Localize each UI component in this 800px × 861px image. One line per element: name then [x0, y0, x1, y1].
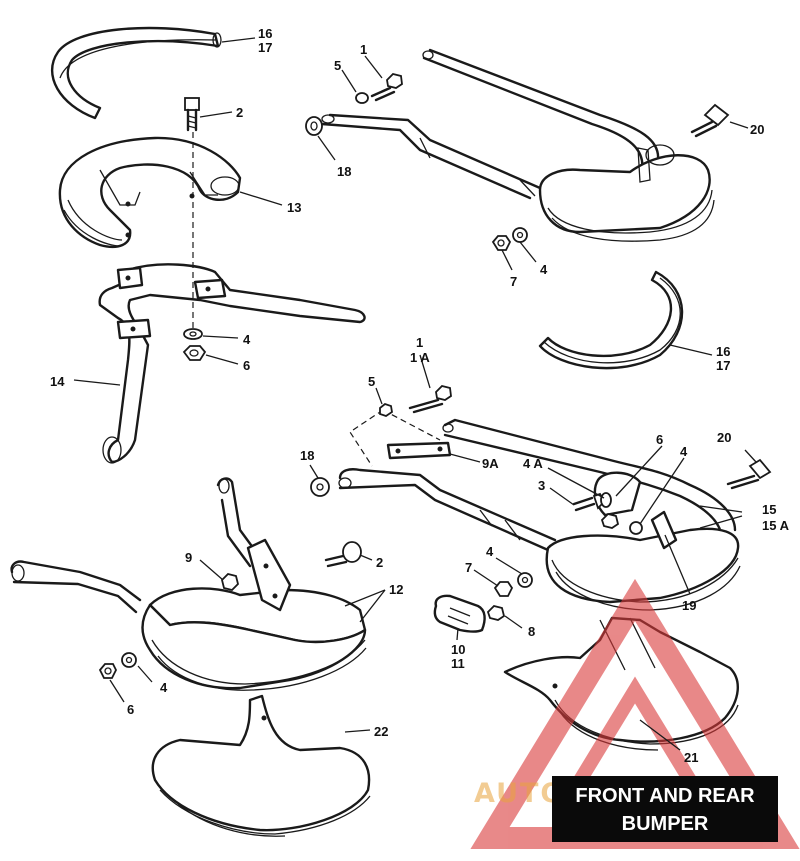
callout-16-mid: 16 — [716, 344, 730, 359]
callout-18-mid: 18 — [300, 448, 314, 463]
callout-6-rear: 6 — [656, 432, 663, 447]
callout-19: 19 — [682, 598, 696, 613]
diagram-title-box: FRONT AND REAR BUMPER — [552, 776, 778, 842]
callout-9: 9 — [185, 550, 192, 565]
callout-2-top: 2 — [236, 105, 243, 120]
washer-4-top-right — [512, 227, 528, 243]
callout-7-lower: 7 — [465, 560, 472, 575]
bolt-2-top — [184, 97, 200, 132]
callout-1-mid: 1 — [416, 335, 423, 350]
callout-10: 10 — [451, 642, 465, 657]
callout-17-top: 17 — [258, 40, 272, 55]
lockwasher-5-top — [355, 92, 369, 104]
callout-21: 21 — [684, 750, 698, 765]
bolt-3 — [572, 492, 606, 512]
nut-9 — [221, 573, 239, 591]
alignment-line-5 — [349, 409, 384, 467]
carriage-bolt-20-top — [690, 103, 730, 138]
rear-bumper-frame-top — [320, 48, 715, 242]
nut-8 — [486, 605, 506, 621]
callout-20-rear: 20 — [717, 430, 731, 445]
callout-15a: 15 A — [762, 518, 790, 533]
washer-4a — [600, 492, 612, 508]
nut-6-rear — [600, 513, 620, 529]
callout-12: 12 — [389, 582, 403, 597]
callout-4-lower-mid: 4 — [486, 544, 494, 559]
callout-5-top: 5 — [334, 58, 341, 73]
callout-4-mid-left: 4 — [243, 332, 251, 347]
callout-4-lower-left: 4 — [160, 680, 168, 695]
washer-4-mid-left — [183, 328, 203, 340]
callout-20-top: 20 — [750, 122, 764, 137]
callout-8: 8 — [528, 624, 535, 639]
callout-15: 15 — [762, 502, 776, 517]
callout-14: 14 — [50, 374, 65, 389]
spacer-18-mid — [310, 477, 330, 497]
spacer-18-top — [305, 116, 323, 136]
front-bumper-bracket-14 — [98, 263, 366, 464]
bolt-1-top — [370, 73, 403, 102]
callout-1a-mid: 1 A — [410, 350, 430, 365]
bolt-1-1a-mid — [408, 385, 452, 414]
front-bumper-bracket-lower — [10, 477, 264, 614]
callout-11: 11 — [451, 656, 465, 671]
callout-7-top-right: 7 — [510, 274, 517, 289]
callout-5-mid: 5 — [368, 374, 375, 389]
alignment-line-9a — [382, 409, 441, 441]
diagram-title-line1: FRONT AND REAR — [575, 785, 755, 807]
diagram-title-line2: BUMPER — [621, 813, 709, 835]
bumper-rail-strip-mid-right — [538, 270, 684, 370]
callout-1-top: 1 — [360, 42, 367, 57]
callout-18-top: 18 — [337, 164, 351, 179]
callout-22: 22 — [374, 724, 388, 739]
callout-4a: 4 A — [523, 456, 543, 471]
callout-6-mid-left: 6 — [243, 358, 250, 373]
rear-bumper-assembly-15 — [338, 418, 741, 611]
callout-9a: 9A — [482, 456, 499, 471]
nut-7-top-right — [491, 235, 512, 251]
reinforcement-plate-9a — [386, 441, 452, 460]
bumper-guard-22 — [151, 694, 371, 837]
callout-16-top: 16 — [258, 26, 272, 41]
carriage-bolt-2-lower — [324, 541, 362, 568]
callout-2-lower: 2 — [376, 555, 383, 570]
nut-6-lower-left — [98, 663, 118, 679]
nut-6-mid-left — [182, 345, 207, 361]
callout-13: 13 — [287, 200, 301, 215]
washer-4-lower-left — [121, 652, 137, 668]
bumper-rail-strip-top-left — [50, 26, 222, 120]
front-bumper-12 — [141, 538, 367, 691]
callout-17-mid: 17 — [716, 358, 730, 373]
front-bumper-13 — [58, 136, 242, 249]
callout-3: 3 — [538, 478, 545, 493]
washer-4-lower-mid — [517, 572, 533, 588]
callout-6-lower-left: 6 — [127, 702, 134, 717]
callout-4-rear: 4 — [680, 444, 688, 459]
lamp-10-11 — [433, 594, 486, 633]
carriage-bolt-20-rear — [726, 458, 772, 490]
callout-4-top-right: 4 — [540, 262, 548, 277]
nut-7-lower — [493, 581, 514, 597]
washer-4-rear — [629, 521, 643, 535]
lockwasher-5-mid — [379, 402, 393, 417]
callout-leaders — [73, 37, 757, 751]
